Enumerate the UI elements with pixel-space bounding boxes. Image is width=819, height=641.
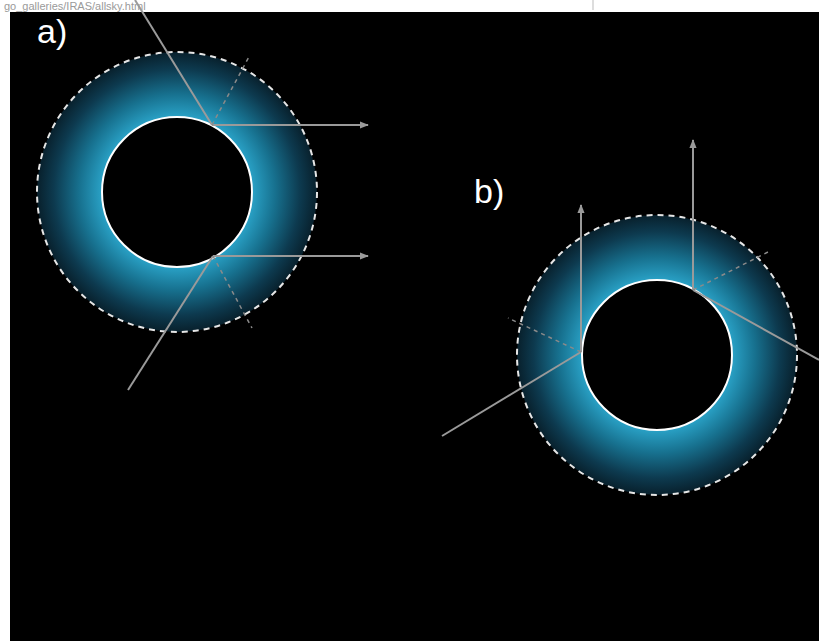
surface-normal [212, 55, 250, 125]
source-url: go_galleries/IRAS/allsky.html [4, 0, 146, 12]
reflected-ray [580, 205, 582, 352]
outer-dashed-boundary [517, 215, 797, 495]
outer-dashed-boundary [37, 52, 317, 332]
ring-fill [517, 215, 797, 495]
panel-letter: a) [37, 12, 67, 51]
ring-fill [37, 52, 317, 332]
reflected-ray [212, 124, 368, 126]
black-ground [10, 12, 819, 641]
incident-ray [442, 352, 581, 436]
surface-normal [213, 256, 252, 328]
ring-b [442, 140, 819, 495]
incident-ray [128, 256, 213, 390]
ring-a [37, 0, 368, 390]
edge-tick [593, 0, 594, 10]
incident-ray [693, 290, 819, 360]
surface-normal [508, 318, 581, 352]
reflected-ray [213, 255, 368, 257]
incident-ray [135, 0, 212, 125]
inner-boundary [102, 117, 252, 267]
reflected-ray [692, 140, 694, 290]
panel-letter: b) [474, 172, 504, 211]
surface-normal [693, 252, 768, 290]
inner-boundary [582, 280, 732, 430]
